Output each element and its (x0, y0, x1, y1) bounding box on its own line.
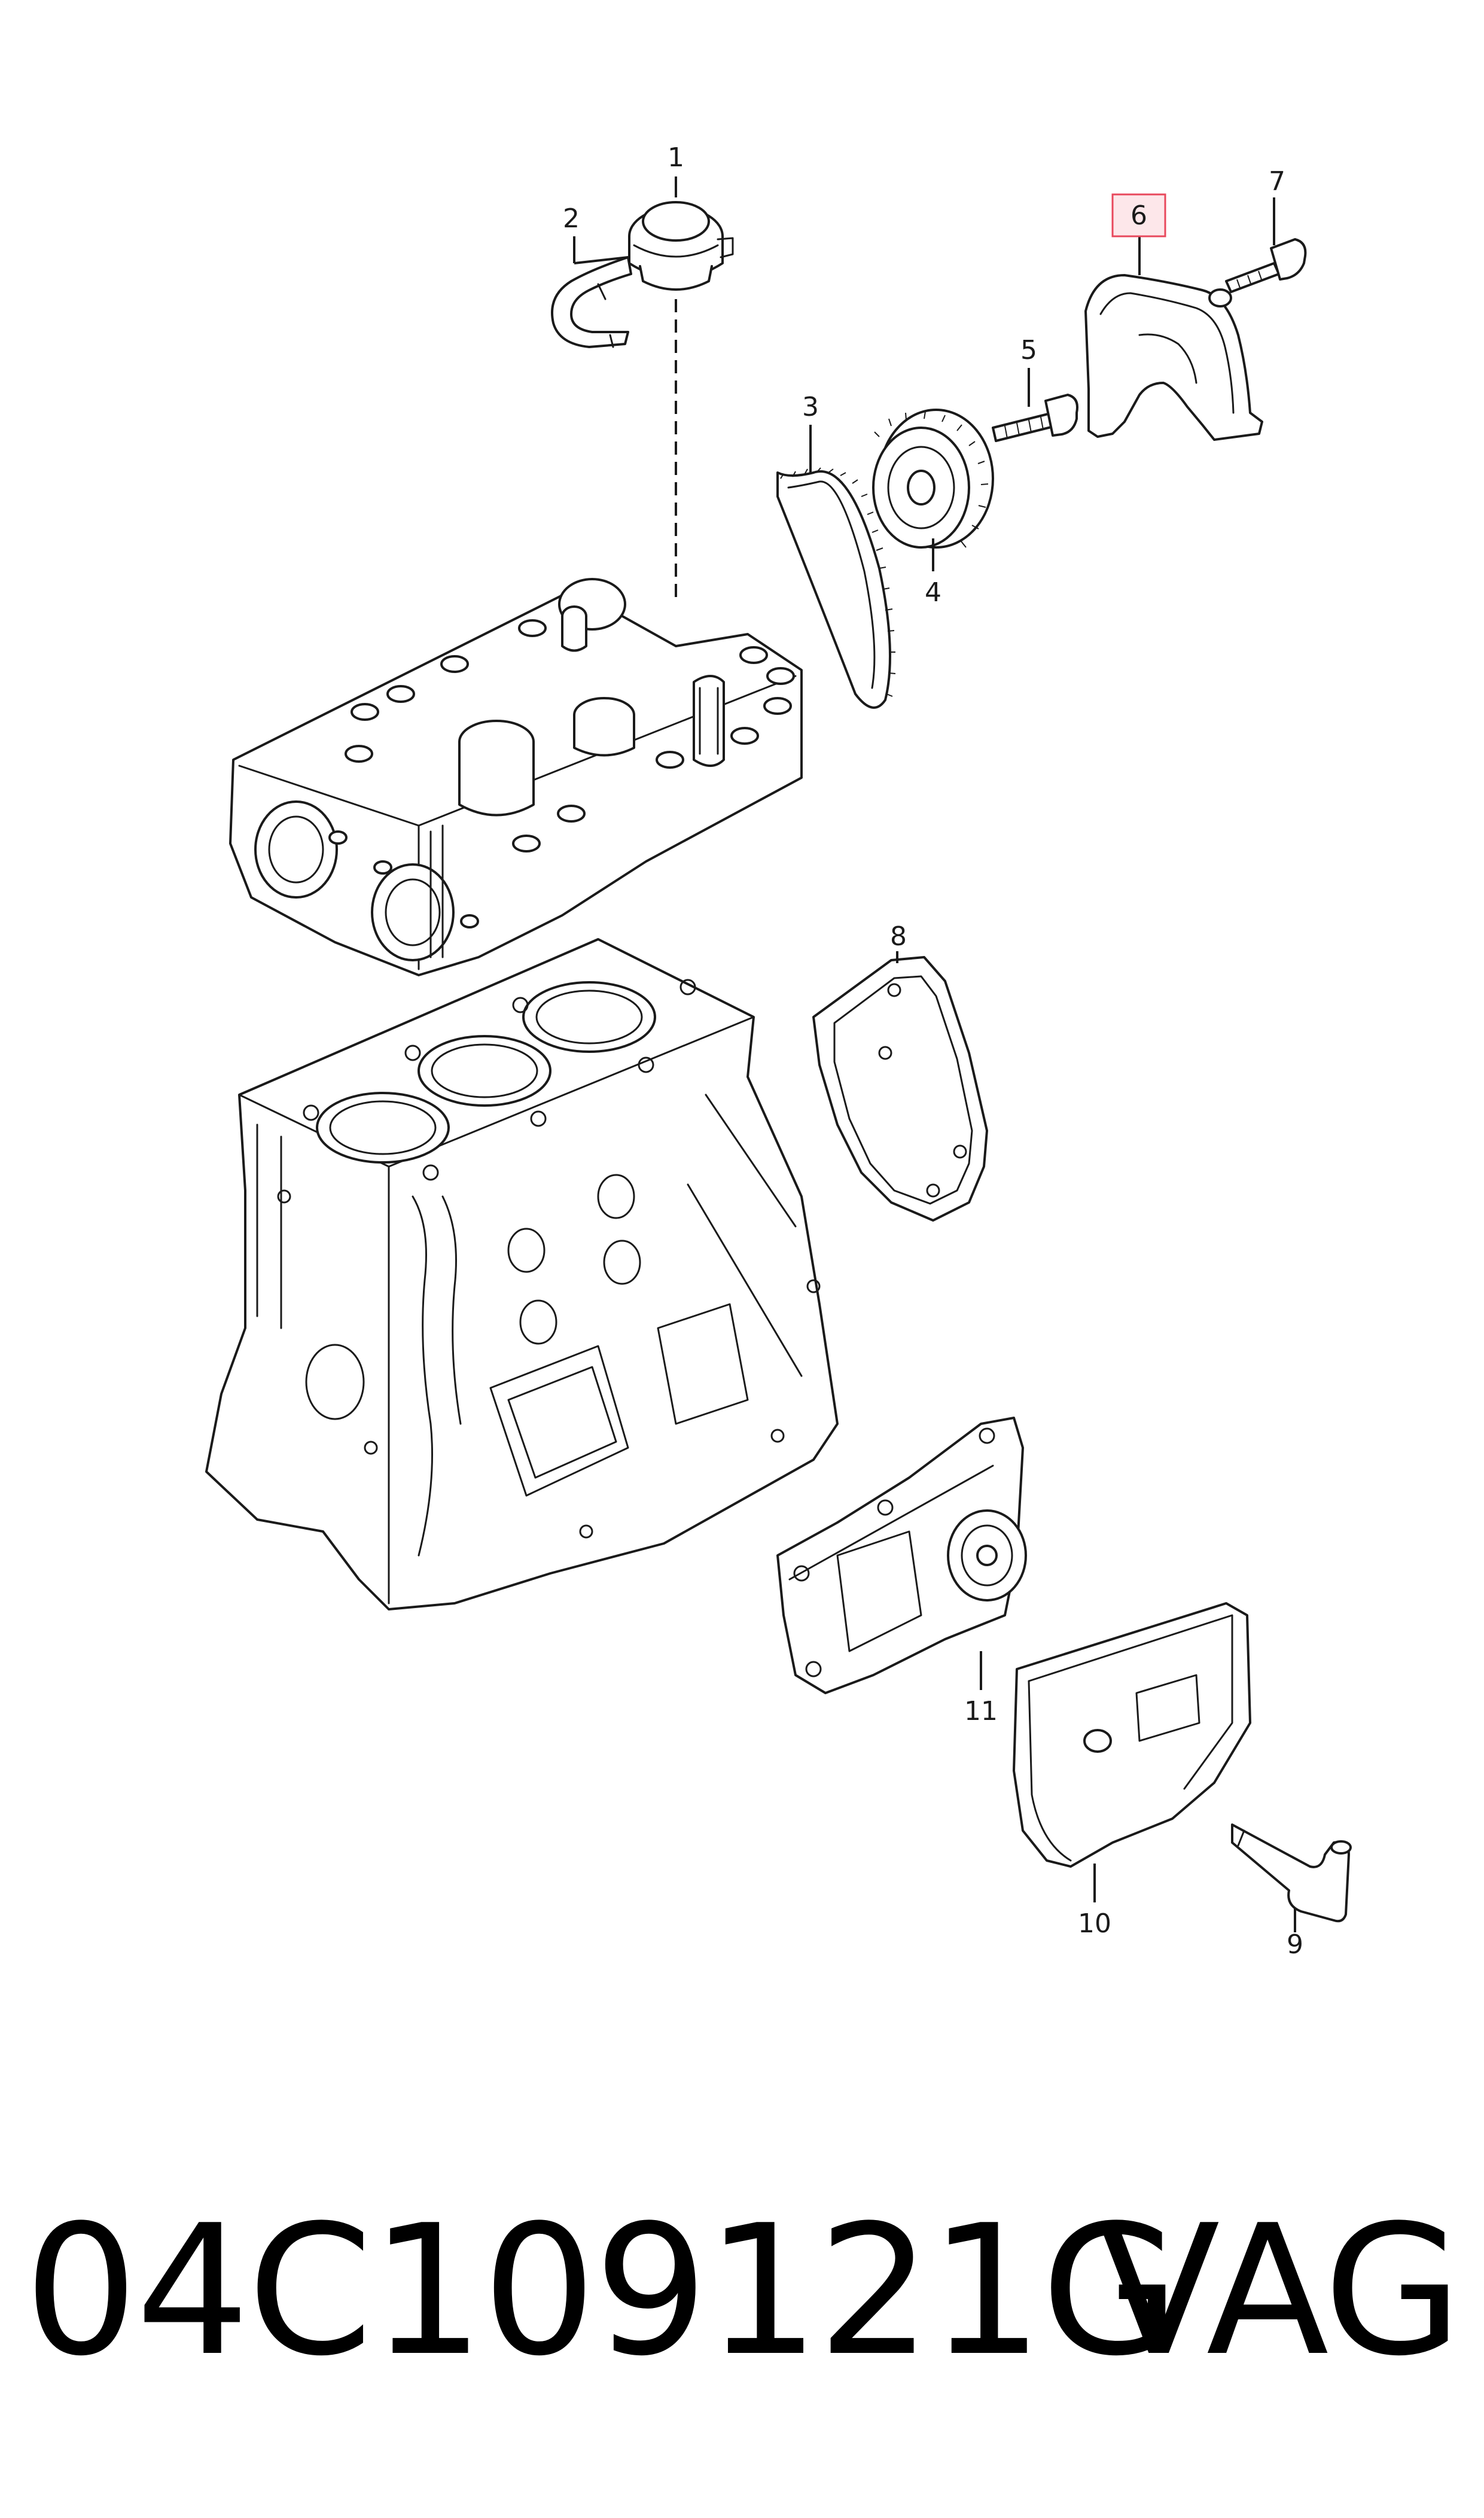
callout-5: 5 (1020, 335, 1037, 366)
callout-1: 1 (668, 142, 684, 173)
callout-2: 2 (563, 203, 580, 234)
highlight-box (1111, 193, 1166, 238)
oil-pan-hose (1231, 1823, 1352, 1923)
callout-11: 11 (964, 1696, 998, 1727)
gasket (812, 956, 988, 1222)
cover-bolt (1225, 238, 1307, 293)
oil-pan (1013, 1602, 1251, 1868)
callout-6: 6 (1130, 200, 1147, 231)
cylinder-head-cover (229, 578, 803, 976)
callout-9: 9 (1287, 1929, 1303, 1960)
callout-7: 7 (1269, 166, 1285, 197)
oil-filler-cap (628, 201, 734, 291)
callout-8: 8 (890, 921, 907, 952)
timing-belt-cover (1084, 274, 1263, 441)
leader-2b (574, 256, 629, 264)
brand-label: VAG (1097, 2187, 1462, 2395)
part-number: 04C109121G (24, 2187, 1180, 2395)
engine-block (205, 938, 839, 1610)
callout-4: 4 (925, 577, 941, 608)
callout-10: 10 (1078, 1908, 1111, 1939)
breather-hose (551, 256, 632, 348)
camshaft-sprocket (872, 409, 994, 549)
timing-belt (776, 467, 896, 709)
callout-3: 3 (802, 392, 819, 422)
oil-pump-cover (776, 1417, 1027, 1694)
sprocket-bolt (992, 394, 1078, 442)
